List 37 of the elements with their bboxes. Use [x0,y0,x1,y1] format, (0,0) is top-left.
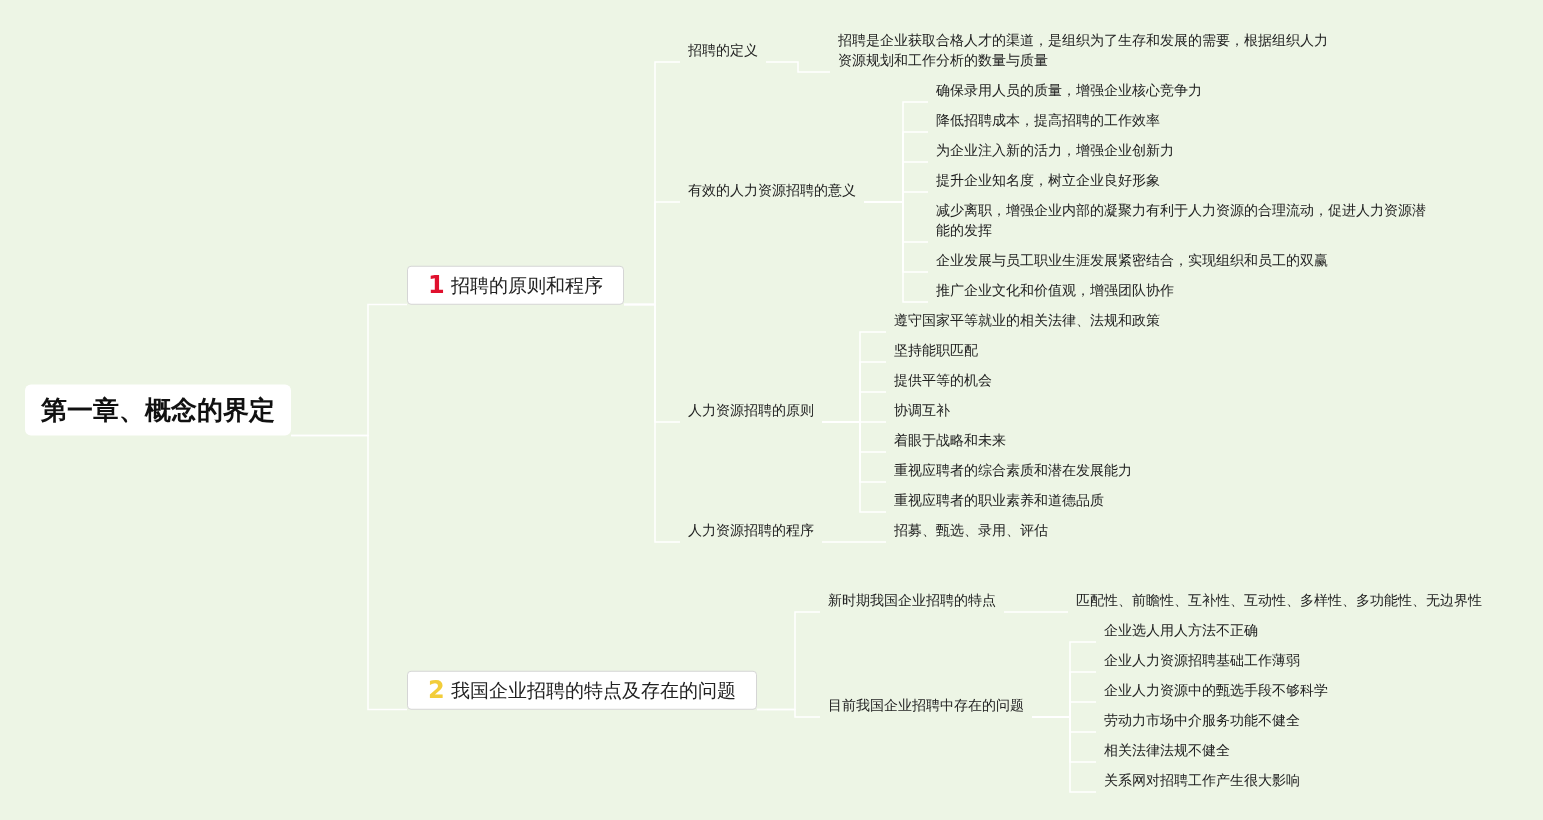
detail-label: 减少离职，增强企业内部的凝聚力有利于人力资源的合理流动，促进人力资源潜能的发挥 [928,198,1438,242]
connector-line [765,61,831,73]
detail-label: 提供平等的机会 [886,368,1000,392]
detail-label: 企业选人用人方法不正确 [1096,618,1266,642]
branch-title: 招聘的原则和程序 [450,272,603,298]
subtopic-label: 人力资源招聘的原则 [680,397,822,423]
detail-label: 相关法律法规不健全 [1096,738,1238,762]
subtopic-label: 人力资源招聘的程序 [680,517,822,543]
detail-label: 遵守国家平等就业的相关法律、法规和政策 [886,308,1168,332]
detail-label: 着眼于战略和未来 [886,428,1014,452]
detail-label: 招募、甄选、录用、评估 [886,518,1056,542]
number-marker: 2 [428,678,445,702]
detail-label: 确保录用人员的质量，增强企业核心竞争力 [928,78,1210,102]
detail-label: 提升企业知名度，树立企业良好形象 [928,168,1168,192]
branch-topic [407,670,757,710]
subtopic-label: 有效的人力资源招聘的意义 [680,177,864,203]
detail-label: 降低招聘成本，提高招聘的工作效率 [928,108,1168,132]
detail-label: 推广企业文化和价值观，增强团队协作 [928,278,1182,302]
subtopic-label: 新时期我国企业招聘的特点 [820,587,1004,613]
subtopic-label: 招聘的定义 [680,37,766,63]
root-topic: 第一章、概念的界定 [25,384,291,436]
detail-label: 关系网对招聘工作产生很大影响 [1096,768,1308,792]
subtopic-label: 目前我国企业招聘中存在的问题 [820,692,1032,718]
number-marker: 1 [428,273,445,297]
detail-label: 为企业注入新的活力，增强企业创新力 [928,138,1182,162]
detail-label: 重视应聘者的综合素质和潜在发展能力 [886,458,1140,482]
detail-label: 企业发展与员工职业生涯发展紧密结合，实现组织和员工的双赢 [928,248,1336,272]
branch-topic [407,265,624,305]
detail-label: 企业人力资源招聘基础工作薄弱 [1096,648,1308,672]
detail-label: 劳动力市场中介服务功能不健全 [1096,708,1308,732]
detail-label: 协调互补 [886,398,958,422]
detail-label: 匹配性、前瞻性、互补性、互动性、多样性、多功能性、无边界性 [1068,588,1490,612]
branch-title: 我国企业招聘的特点及存在的问题 [450,677,736,703]
detail-label: 坚持能职匹配 [886,338,986,362]
detail-label: 重视应聘者的职业素养和道德品质 [886,488,1112,512]
detail-label: 招聘是企业获取合格人才的渠道，是组织为了生存和发展的需要，根据组织人力资源规划和工作分析的数量与质量 [830,28,1340,72]
detail-label: 企业人力资源中的甄选手段不够科学 [1096,678,1336,702]
